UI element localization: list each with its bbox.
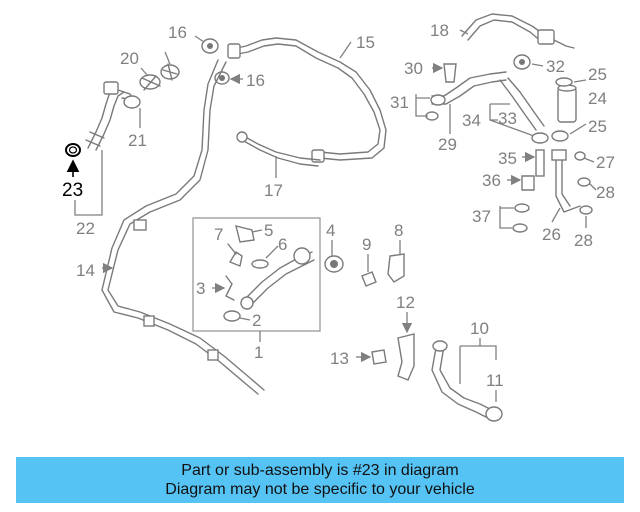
part-26-28-36-37 — [499, 149, 597, 233]
part-19-21-fittings — [139, 51, 180, 128]
part-23-oring — [65, 143, 81, 177]
callout-20: 21 — [128, 131, 147, 150]
callout-15: 15 — [356, 33, 375, 52]
callout-26: 26 — [542, 225, 561, 244]
part-29-34-assembly — [415, 54, 587, 177]
callout-2: 2 — [252, 311, 261, 330]
callout-31: 31 — [390, 93, 409, 112]
callout-25b: 25 — [588, 117, 607, 136]
part-4-clamp — [324, 240, 344, 273]
info-banner: Part or sub-assembly is #23 in diagram D… — [16, 457, 624, 503]
callout-16b: 16 — [246, 71, 265, 90]
part-9-bolt — [361, 254, 377, 287]
callout-10: 10 — [470, 319, 489, 338]
callout-32: 32 — [546, 57, 565, 76]
part-14-pipe — [101, 59, 265, 395]
callout-6: 6 — [278, 235, 287, 254]
callout-12: 12 — [396, 293, 415, 312]
callout-18: 18 — [430, 21, 449, 40]
callout-28a: 28 — [596, 183, 615, 202]
callout-11: 11 — [486, 371, 504, 390]
callout-25a: 25 — [588, 65, 607, 84]
callout-36: 36 — [482, 171, 501, 190]
part-18-hose — [459, 13, 575, 49]
callout-30: 30 — [404, 59, 423, 78]
part-16-clamps — [194, 35, 243, 85]
callout-33: 33 — [498, 109, 517, 128]
callout-24: 24 — [588, 89, 607, 108]
banner-line-1: Part or sub-assembly is #23 in diagram — [181, 462, 459, 479]
callout-29: 29 — [438, 135, 457, 154]
part-1-assembly — [192, 217, 321, 342]
callout-labels: 23 22 20 21 22 22 16 16 15 17 14 7 5 6 3… — [62, 21, 615, 390]
callout-5: 5 — [264, 221, 273, 240]
callout-7: 7 — [214, 225, 223, 244]
part-10-pipe — [431, 338, 503, 422]
callout-22: 22 — [76, 219, 95, 238]
part-17-hose — [236, 131, 321, 178]
callout-28b: 28 — [574, 231, 593, 250]
callout-8: 8 — [394, 221, 403, 240]
callout-34: 34 — [462, 111, 481, 130]
part-12-bracket — [397, 312, 415, 381]
callout-1: 1 — [254, 343, 263, 362]
callout-16a: 16 — [168, 23, 187, 42]
part-15-hose — [227, 37, 387, 163]
banner-line-2: Diagram may not be specific to your vehi… — [165, 481, 475, 498]
callout-35: 35 — [498, 149, 517, 168]
callout-27: 27 — [596, 153, 615, 172]
callout-9: 9 — [362, 235, 371, 254]
callout-14: 14 — [76, 261, 95, 280]
callout-13: 13 — [330, 349, 349, 368]
callout-3: 3 — [196, 279, 205, 298]
callout-19: 20 — [120, 49, 139, 68]
callout-23: 23 — [62, 180, 83, 201]
part-22-fitting — [74, 81, 141, 216]
callout-4: 4 — [326, 221, 335, 240]
callout-37: 37 — [472, 207, 491, 226]
part-8-bracket — [387, 240, 405, 283]
part-13-bolt — [356, 349, 387, 365]
callout-17: 17 — [264, 181, 283, 200]
